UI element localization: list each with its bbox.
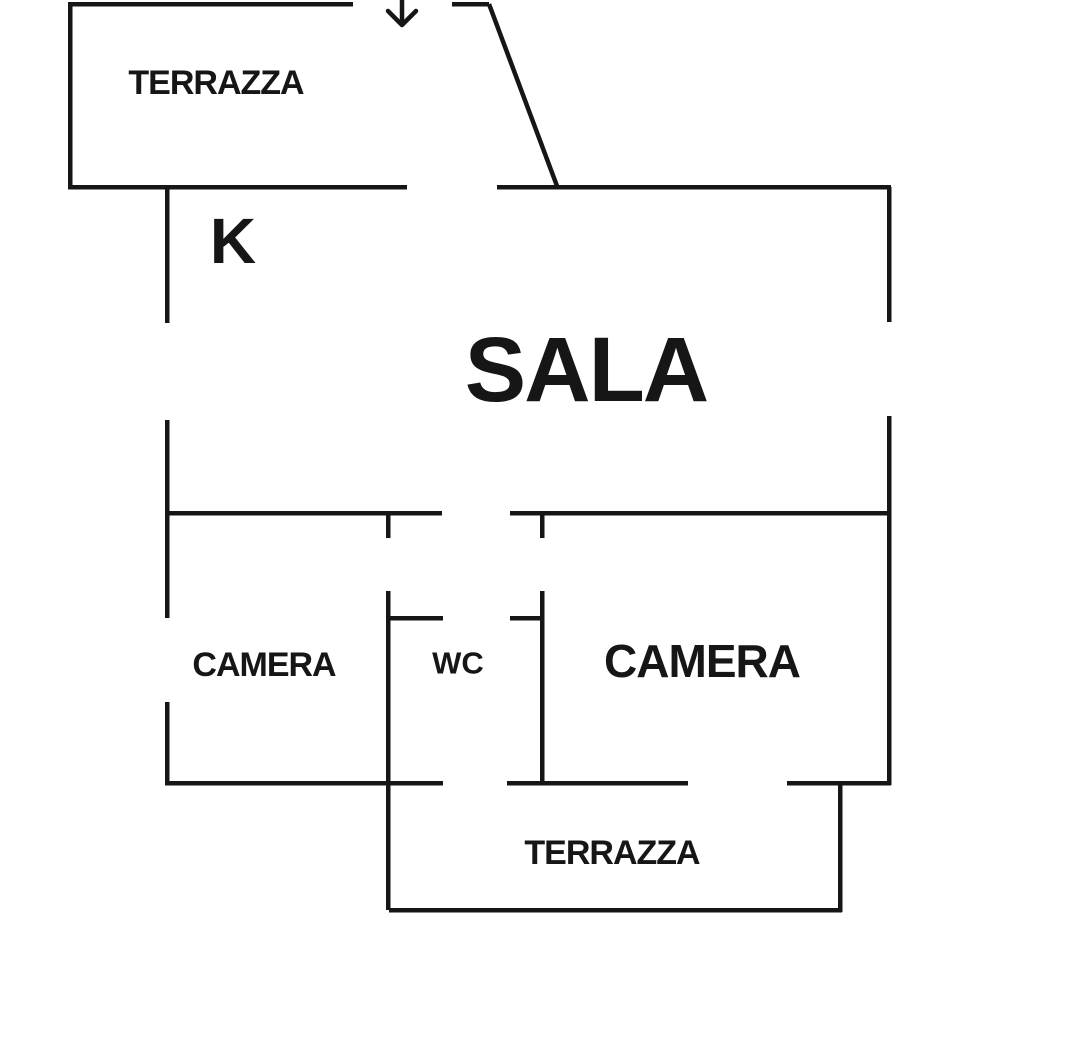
walls [67,1,892,913]
room-label-bedroom-right: CAMERA [604,635,801,687]
room-label-living-room: SALA [464,319,709,421]
down-arrow-icon [385,0,419,28]
room-label-terrace-bottom: TERRAZZA [524,834,700,872]
room-label-kitchen: K [209,205,257,277]
room-label-bedroom-left: CAMERA [192,646,336,684]
entrance-door-swing-line [486,3,560,187]
room-label-terrace-top: TERRAZZA [128,64,304,102]
room-label-wc: WC [432,645,484,681]
